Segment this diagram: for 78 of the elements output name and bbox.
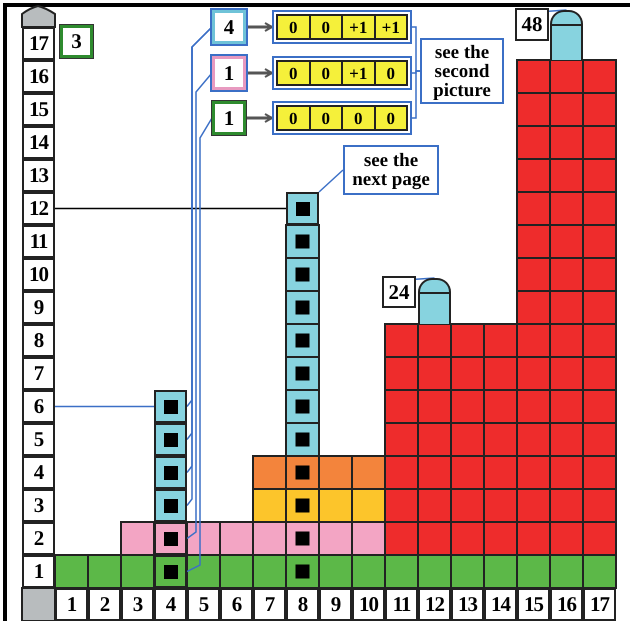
axis-cell: 10	[22, 258, 55, 291]
arrow	[246, 113, 273, 123]
leader-line	[186, 118, 213, 572]
axis-cell: 14	[22, 126, 55, 159]
axis-cell: 12	[418, 588, 451, 621]
marked-block	[154, 423, 187, 456]
axis-cell: 9	[22, 291, 55, 324]
axis-cell: 6	[220, 588, 253, 621]
leader-line	[412, 70, 420, 119]
axis-cell: 5	[187, 588, 220, 621]
axis-cell: 1	[22, 555, 55, 588]
arrow	[246, 68, 273, 78]
leader-line	[186, 72, 213, 540]
note-box: see the second picture	[420, 38, 504, 104]
axis-cell: 13	[451, 588, 484, 621]
axis-cell: 17	[22, 27, 55, 60]
score-cell: 0	[374, 60, 408, 86]
cylinder-cap	[418, 278, 451, 324]
number-box: 3	[60, 25, 93, 58]
leader-line	[416, 277, 435, 280]
axis-cell: 2	[88, 588, 121, 621]
score-cell: +1	[341, 60, 376, 86]
axis-cell: 15	[517, 588, 550, 621]
score-cell: 0	[308, 60, 343, 86]
marked-block	[154, 489, 187, 522]
score-row	[272, 10, 412, 44]
number-box: 1	[212, 56, 246, 90]
score-cell: 0	[308, 14, 343, 40]
axis-cell: 15	[22, 93, 55, 126]
axis-cell: 3	[121, 588, 154, 621]
score-cell: 0	[276, 105, 310, 131]
score-cell: +1	[341, 14, 376, 40]
score-cell: 0	[276, 60, 310, 86]
marked-block	[154, 522, 187, 555]
number-box: 24	[382, 276, 416, 308]
axis-cell: 2	[22, 522, 55, 555]
axis-cell: 3	[22, 489, 55, 522]
leader-line	[55, 208, 286, 210]
axis-cell: 16	[550, 588, 583, 621]
score-cell: 0	[276, 14, 310, 40]
note-box: see the next page	[343, 145, 439, 195]
leader-line	[318, 169, 344, 193]
score-cell: 0	[341, 105, 376, 131]
axis-cell: 4	[154, 588, 187, 621]
axis-cell: 14	[484, 588, 517, 621]
marked-block	[154, 456, 187, 489]
marked-block	[286, 192, 319, 225]
axis-cell: 6	[22, 390, 55, 423]
axis-cell: 4	[22, 456, 55, 489]
axis-cell: 8	[286, 588, 319, 621]
axis-cell: 12	[22, 192, 55, 225]
marked-block	[154, 555, 187, 588]
leader-line	[548, 9, 567, 12]
axis-cell: 5	[22, 423, 55, 456]
score-cell: 0	[374, 105, 408, 131]
axis-cell: 13	[22, 159, 55, 192]
axis-cell: 9	[319, 588, 352, 621]
score-row	[272, 56, 412, 90]
axis-cell: 16	[22, 60, 55, 93]
number-box: 4	[212, 10, 246, 44]
axis-cell: 7	[22, 357, 55, 390]
score-cell: 0	[308, 105, 343, 131]
number-box: 1	[212, 101, 246, 135]
leader-line	[55, 406, 154, 408]
axis-cell: 17	[583, 588, 616, 621]
axis-cell: 1	[55, 588, 88, 621]
axis-cell: 8	[22, 324, 55, 357]
axis-cell: 10	[352, 588, 385, 621]
leader-line	[412, 26, 420, 72]
axis-cell: 11	[385, 588, 418, 621]
cylinder-cap	[550, 10, 583, 60]
marked-block	[154, 390, 187, 423]
axis-cell: 7	[253, 588, 286, 621]
arrow	[246, 22, 273, 32]
score-row	[272, 101, 412, 135]
axis-cell: 11	[22, 225, 55, 258]
score-cell: +1	[374, 14, 408, 40]
number-box: 48	[515, 8, 549, 41]
